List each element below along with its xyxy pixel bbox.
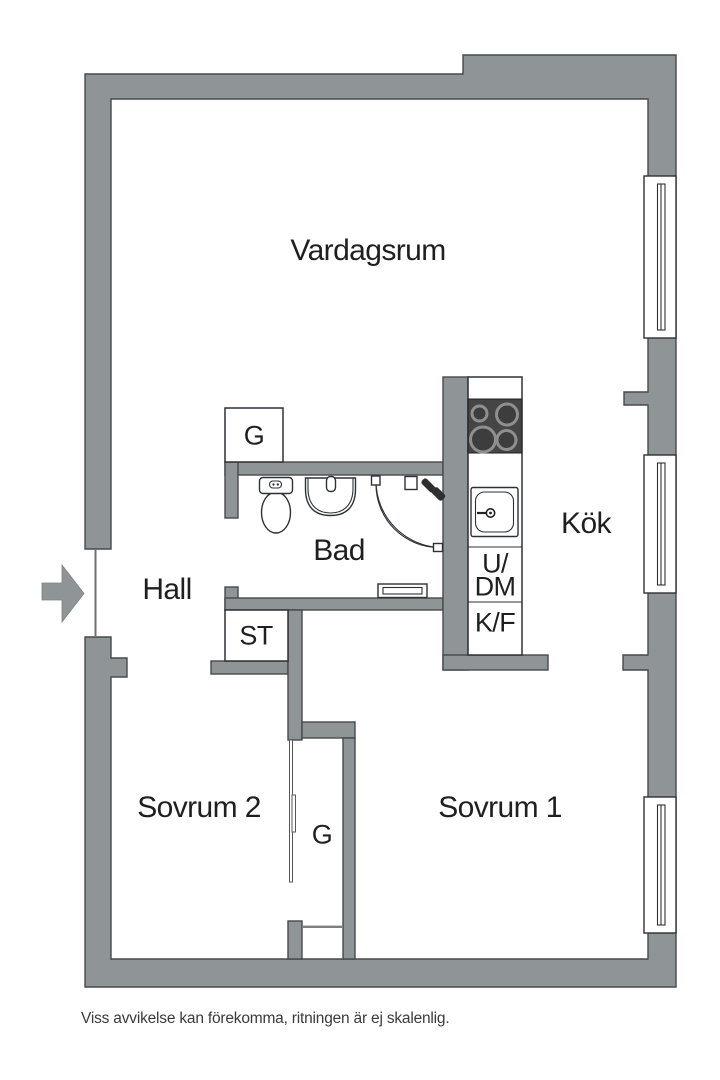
stove-icon: [467, 398, 523, 454]
room-label-hall: Hall: [142, 573, 192, 606]
room-label-sovrum1: Sovrum 1: [438, 791, 562, 824]
cleaning-closet-box: [224, 609, 289, 662]
appliance-label-dishwasher: U/ DM: [474, 548, 516, 601]
window-living-room-icon: [643, 175, 677, 339]
bathroom-door-threshold: [377, 583, 428, 599]
closet-label-stad: ST: [239, 620, 273, 651]
window-bedroom-icon: [643, 796, 677, 934]
interior-walls: [210, 376, 549, 960]
shower-icon: [370, 475, 446, 553]
room-label-kok: Kök: [561, 507, 612, 540]
closet-label-garderob-top: G: [243, 420, 265, 451]
toilet-icon: [258, 476, 294, 534]
dishwasher-label-line1: U/: [482, 548, 508, 579]
room-label-bad: Bad: [313, 534, 365, 567]
wardrobe-sliding-doors: [289, 739, 342, 928]
kitchen-sink-icon: [470, 486, 519, 538]
room-label-sovrum2: Sovrum 2: [137, 791, 261, 824]
wardrobe-box-top: [224, 407, 284, 463]
appliance-label-fridge-freezer: K/F: [474, 607, 516, 638]
window-kitchen-icon: [643, 454, 677, 594]
entrance-arrow-icon: [41, 563, 85, 624]
bathroom-sink-icon: [304, 475, 357, 517]
dishwasher-label-line2: DM: [474, 571, 516, 601]
room-label-vardagsrum: Vardagsrum: [290, 234, 446, 267]
closet-label-garderob-sovrum2: G: [311, 819, 333, 850]
disclaimer-caption: Viss avvikelse kan förekomma, ritningen …: [81, 1010, 450, 1027]
